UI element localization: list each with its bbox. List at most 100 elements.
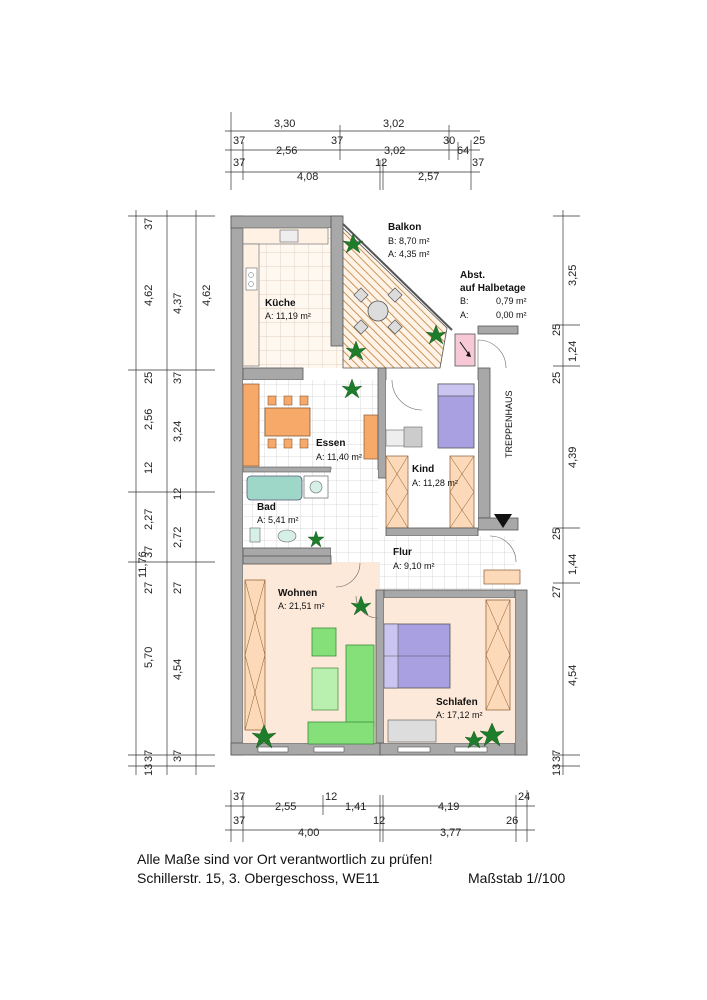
dim-label: 4,54: [567, 665, 579, 686]
dim-label: 4,54: [172, 659, 184, 680]
dim-label: 37: [233, 791, 245, 803]
plant-icon: [342, 233, 364, 254]
dim-label: 11,76: [137, 551, 149, 578]
left-dimensions: [128, 210, 215, 775]
room-area-kind: A: 11,28 m²: [412, 478, 458, 488]
treppenhaus: TREPPENHAUS: [494, 390, 514, 528]
dim-label: 37: [233, 815, 245, 827]
right-dimensions: [553, 210, 580, 775]
dim-label: 37: [143, 218, 155, 230]
dim-label: 26: [506, 815, 518, 827]
plant-icon: [464, 730, 484, 749]
dim-label: 3,77: [440, 827, 461, 839]
room-label-kind: Kind: [412, 464, 434, 475]
bottom-dimensions: [225, 790, 535, 842]
dim-label: 4,00: [298, 827, 319, 839]
dim-label: 37: [472, 157, 484, 169]
dim-label: 2,57: [418, 171, 439, 183]
dim-label: 37: [172, 750, 184, 762]
dim-label: 25: [473, 135, 485, 147]
dim-label: 4,08: [297, 171, 318, 183]
dim-label: 37: [551, 750, 563, 762]
left-dimension-labels: 37 4,62 25 2,56 12 2,27 37 11,76 27 5,70…: [137, 218, 213, 776]
room-label-schlafen: Schlafen: [436, 697, 478, 708]
dim-label: 13: [143, 764, 155, 776]
room-area-essen: A: 11,40 m²: [316, 452, 362, 462]
room-abst: Abst. auf Halbetage B: 0,79 m² A: 0,00 m…: [454, 270, 527, 369]
dim-label: 37: [143, 750, 155, 762]
top-dimensions: [225, 112, 480, 190]
plants: [251, 233, 505, 749]
room-area-schlafen: A: 17,12 m²: [436, 710, 483, 720]
address-label: Schillerstr. 15, 3. Obergeschoss, WE11: [137, 870, 380, 886]
dim-label: 4,62: [143, 285, 155, 306]
dim-label: 64: [457, 145, 469, 157]
room-essen: Essen A: 11,40 m²: [242, 367, 387, 479]
dim-label: 12: [172, 488, 184, 500]
plant-icon: [341, 378, 363, 399]
interior-wall: [383, 589, 516, 599]
dim-label: 30: [443, 135, 455, 147]
dim-label: 5,70: [143, 647, 155, 668]
dim-label: 12: [325, 791, 337, 803]
room-area-a-label-abst: A:: [460, 310, 469, 320]
dim-label: 4,39: [567, 447, 579, 468]
room-kind: Kind A: 11,28 m²: [385, 379, 479, 537]
room-area-a-balkon: A: 4,35 m²: [388, 249, 430, 259]
room-area-b-label-abst: B:: [460, 296, 469, 306]
plant-icon: [350, 595, 372, 616]
dim-label: 12: [375, 157, 387, 169]
room-area-kueche: A: 11,19 m²: [265, 311, 311, 321]
dim-label: 12: [373, 815, 385, 827]
dim-label: 3,25: [567, 265, 579, 286]
room-label-essen: Essen: [316, 438, 345, 449]
dim-label: 4,19: [438, 801, 459, 813]
interior-wall: [375, 589, 385, 744]
dim-label: 3,02: [384, 145, 405, 157]
right-dimension-labels: 3,25 25 1,24 25 4,39 25 1,44 27 4,54 37 …: [551, 265, 579, 776]
dim-label: 4,62: [201, 285, 213, 306]
dim-label: 2,55: [275, 801, 296, 813]
room-label-flur: Flur: [393, 547, 412, 558]
room-area-wohnen: A: 21,51 m²: [278, 601, 325, 611]
room-label-balkon: Balkon: [388, 222, 421, 233]
plant-icon: [479, 722, 505, 747]
room-area-a-value-abst: 0,00 m²: [496, 310, 527, 320]
room-area-bad: A: 5,41 m²: [257, 515, 299, 525]
dim-label: 25: [551, 528, 563, 540]
dim-label: 37: [331, 135, 343, 147]
dim-label: 3,30: [274, 118, 295, 130]
room-label-bad: Bad: [257, 502, 276, 513]
room-area-flur: A: 9,10 m²: [393, 561, 435, 571]
entrance-arrow-icon: [494, 514, 512, 528]
dim-label: 3,24: [172, 421, 184, 442]
room-balkon: Balkon B: 8,70 m² A: 4,35 m²: [342, 222, 453, 369]
dim-label: 37: [233, 157, 245, 169]
dim-label: 1,24: [567, 341, 579, 362]
dim-label: 4,37: [172, 293, 184, 314]
scale-label: Maßstab 1//100: [468, 870, 566, 886]
dim-label: 12: [143, 462, 155, 474]
disclaimer-note: Alle Maße sind vor Ort verantwortlich zu…: [137, 851, 433, 867]
dim-label: 2,27: [143, 509, 155, 530]
dim-label: 37: [143, 546, 155, 558]
room-kueche: Küche A: 11,19 m²: [242, 215, 344, 381]
plant-icon: [251, 724, 277, 749]
plant-icon: [307, 530, 325, 548]
room-area-b-balkon: B: 8,70 m²: [388, 236, 430, 246]
room-label-wohnen: Wohnen: [278, 588, 317, 599]
room-label-kueche: Küche: [265, 298, 296, 309]
dim-label: 13: [551, 764, 563, 776]
room-label-abst-1: Abst.: [460, 270, 485, 281]
dim-label: 25: [551, 324, 563, 336]
dim-label: 27: [143, 582, 155, 594]
dim-label: 3,02: [383, 118, 404, 130]
dim-label: 27: [172, 582, 184, 594]
dim-label: 2,56: [143, 409, 155, 430]
dim-label: 2,56: [276, 145, 297, 157]
dim-label: 27: [551, 586, 563, 598]
bottom-dimension-labels: 37 2,55 12 1,41 4,19 24 37 4,00 12 3,77 …: [233, 791, 530, 839]
treppenhaus-label: TREPPENHAUS: [504, 390, 514, 458]
top-dimension-labels: 3,30 3,02 37 2,56 37 3,02 30 64 25 37 4,…: [233, 118, 485, 183]
